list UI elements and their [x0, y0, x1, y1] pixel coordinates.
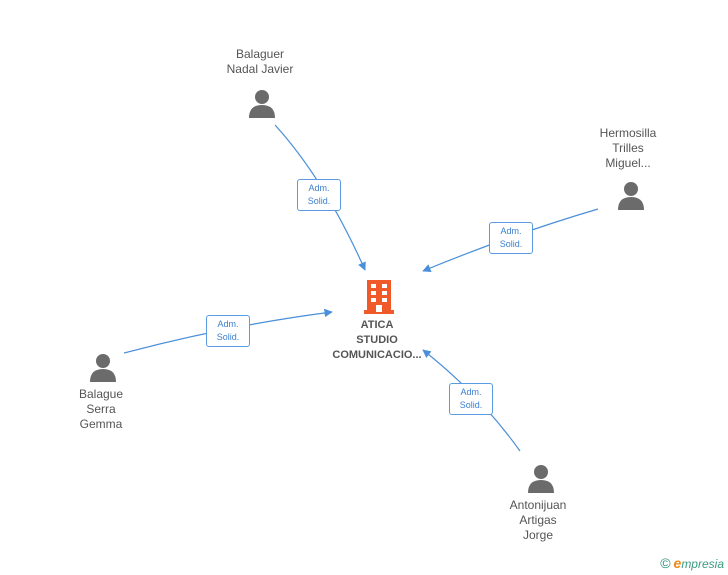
brand-text: mpresia: [681, 557, 724, 571]
person-balaguer-name[interactable]: Balaguer Nadal Javier: [226, 47, 294, 76]
relation-label-hermosilla[interactable]: Adm. Solid.: [489, 222, 533, 254]
empresia-logo[interactable]: © empresia: [660, 555, 724, 571]
brand-letter: e: [673, 555, 682, 571]
relation-role: Adm.: [500, 226, 522, 236]
relation-label-antonijuan[interactable]: Adm. Solid.: [449, 383, 493, 415]
relation-role: Adm.: [217, 319, 239, 329]
person-icon[interactable]: [616, 180, 646, 210]
person-icon[interactable]: [247, 88, 277, 118]
copyright-icon: ©: [660, 555, 671, 571]
relation-label-balague[interactable]: Adm. Solid.: [206, 315, 250, 347]
person-icon[interactable]: [526, 463, 556, 493]
relation-role: Adm.: [460, 387, 482, 397]
person-hermosilla-name[interactable]: Hermosilla Trilles Miguel...: [599, 126, 657, 170]
person-antonijuan-name[interactable]: Antonijuan Artigas Jorge: [509, 498, 567, 542]
person-balague-name[interactable]: Balague Serra Gemma: [78, 387, 124, 431]
relation-role: Adm.: [308, 183, 330, 193]
company-name[interactable]: ATICA STUDIO COMUNICACIO...: [332, 319, 422, 361]
relation-type: Solid.: [499, 239, 523, 249]
building-icon[interactable]: [364, 278, 394, 314]
relation-type: Solid.: [307, 196, 331, 206]
relation-type: Solid.: [216, 332, 240, 342]
relation-label-balaguer[interactable]: Adm. Solid.: [297, 179, 341, 211]
person-icon[interactable]: [88, 352, 118, 382]
relation-type: Solid.: [459, 400, 483, 410]
